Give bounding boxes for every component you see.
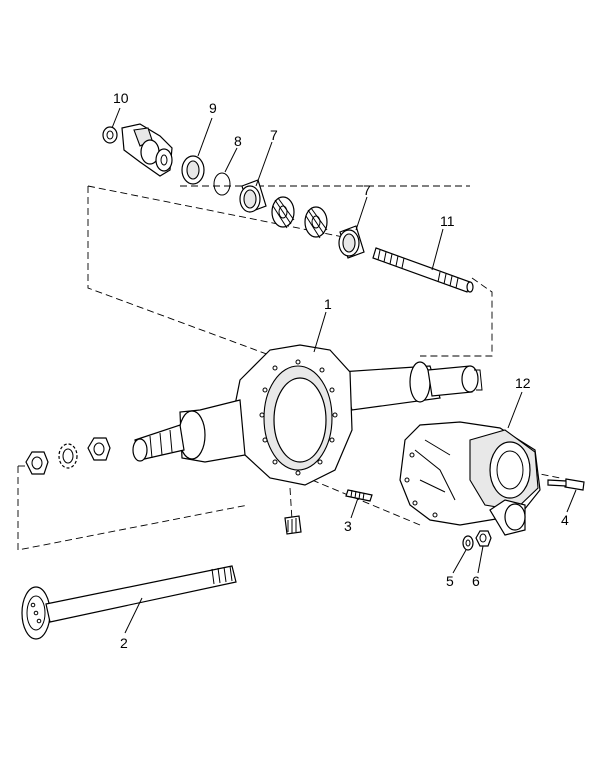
snap-ring — [213, 172, 231, 196]
pinion-yoke-assembly — [102, 123, 173, 177]
axle-shaft — [21, 565, 237, 640]
pinion-seal — [181, 155, 205, 185]
callout-12: 12 — [515, 375, 531, 391]
carrier-stud — [345, 489, 373, 502]
pinion-shaft — [372, 247, 474, 293]
bearing-cup-lower — [338, 225, 365, 259]
callout-labels: 10 9 8 7 7 11 1 12 3 4 5 6 2 — [113, 90, 569, 651]
callout-5: 5 — [446, 573, 454, 589]
axle-housing — [132, 344, 483, 535]
callout-8: 8 — [234, 133, 242, 149]
bearing-cone-outer — [271, 196, 295, 229]
callout-6: 6 — [472, 573, 480, 589]
callout-11: 11 — [440, 213, 455, 229]
callout-3: 3 — [344, 518, 352, 534]
callout-7-lower: 7 — [363, 182, 371, 198]
callout-1: 1 — [324, 296, 332, 312]
leader-lines — [111, 107, 577, 634]
carrier-bolt — [547, 478, 585, 491]
flange-bolt-holes — [259, 359, 338, 476]
bearing-cone-inner — [304, 206, 328, 239]
callout-7-upper: 7 — [270, 127, 278, 143]
callout-2: 2 — [120, 635, 128, 651]
carrier-washer — [462, 535, 474, 551]
differential-carrier — [399, 421, 541, 536]
carrier-nut — [475, 530, 492, 547]
bearing-cup-upper — [239, 179, 267, 213]
callout-4: 4 — [561, 512, 569, 528]
callout-9: 9 — [209, 100, 217, 116]
callout-10: 10 — [113, 90, 129, 106]
spindle-nut-set — [25, 437, 111, 475]
